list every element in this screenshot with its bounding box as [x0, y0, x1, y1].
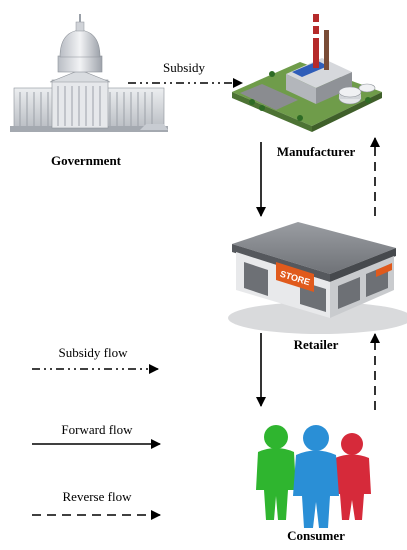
- factory-icon: [232, 14, 382, 132]
- legend-subsidy-flow-label: Subsidy flow: [59, 345, 129, 360]
- subsidy-edge-label: Subsidy: [163, 60, 205, 75]
- store-icon: STORE: [228, 222, 407, 334]
- retailer-label: Retailer: [294, 337, 339, 352]
- legend: Subsidy flow Forward flow Reverse flow: [32, 345, 161, 520]
- consumer-people-icon: [256, 425, 371, 528]
- capitol-building-icon: [10, 14, 168, 132]
- legend-reverse-flow-label: Reverse flow: [63, 489, 133, 504]
- legend-forward-flow-label: Forward flow: [61, 422, 133, 437]
- government-label: Government: [51, 153, 122, 168]
- consumer-label: Consumer: [287, 528, 345, 543]
- manufacturer-label: Manufacturer: [277, 144, 356, 159]
